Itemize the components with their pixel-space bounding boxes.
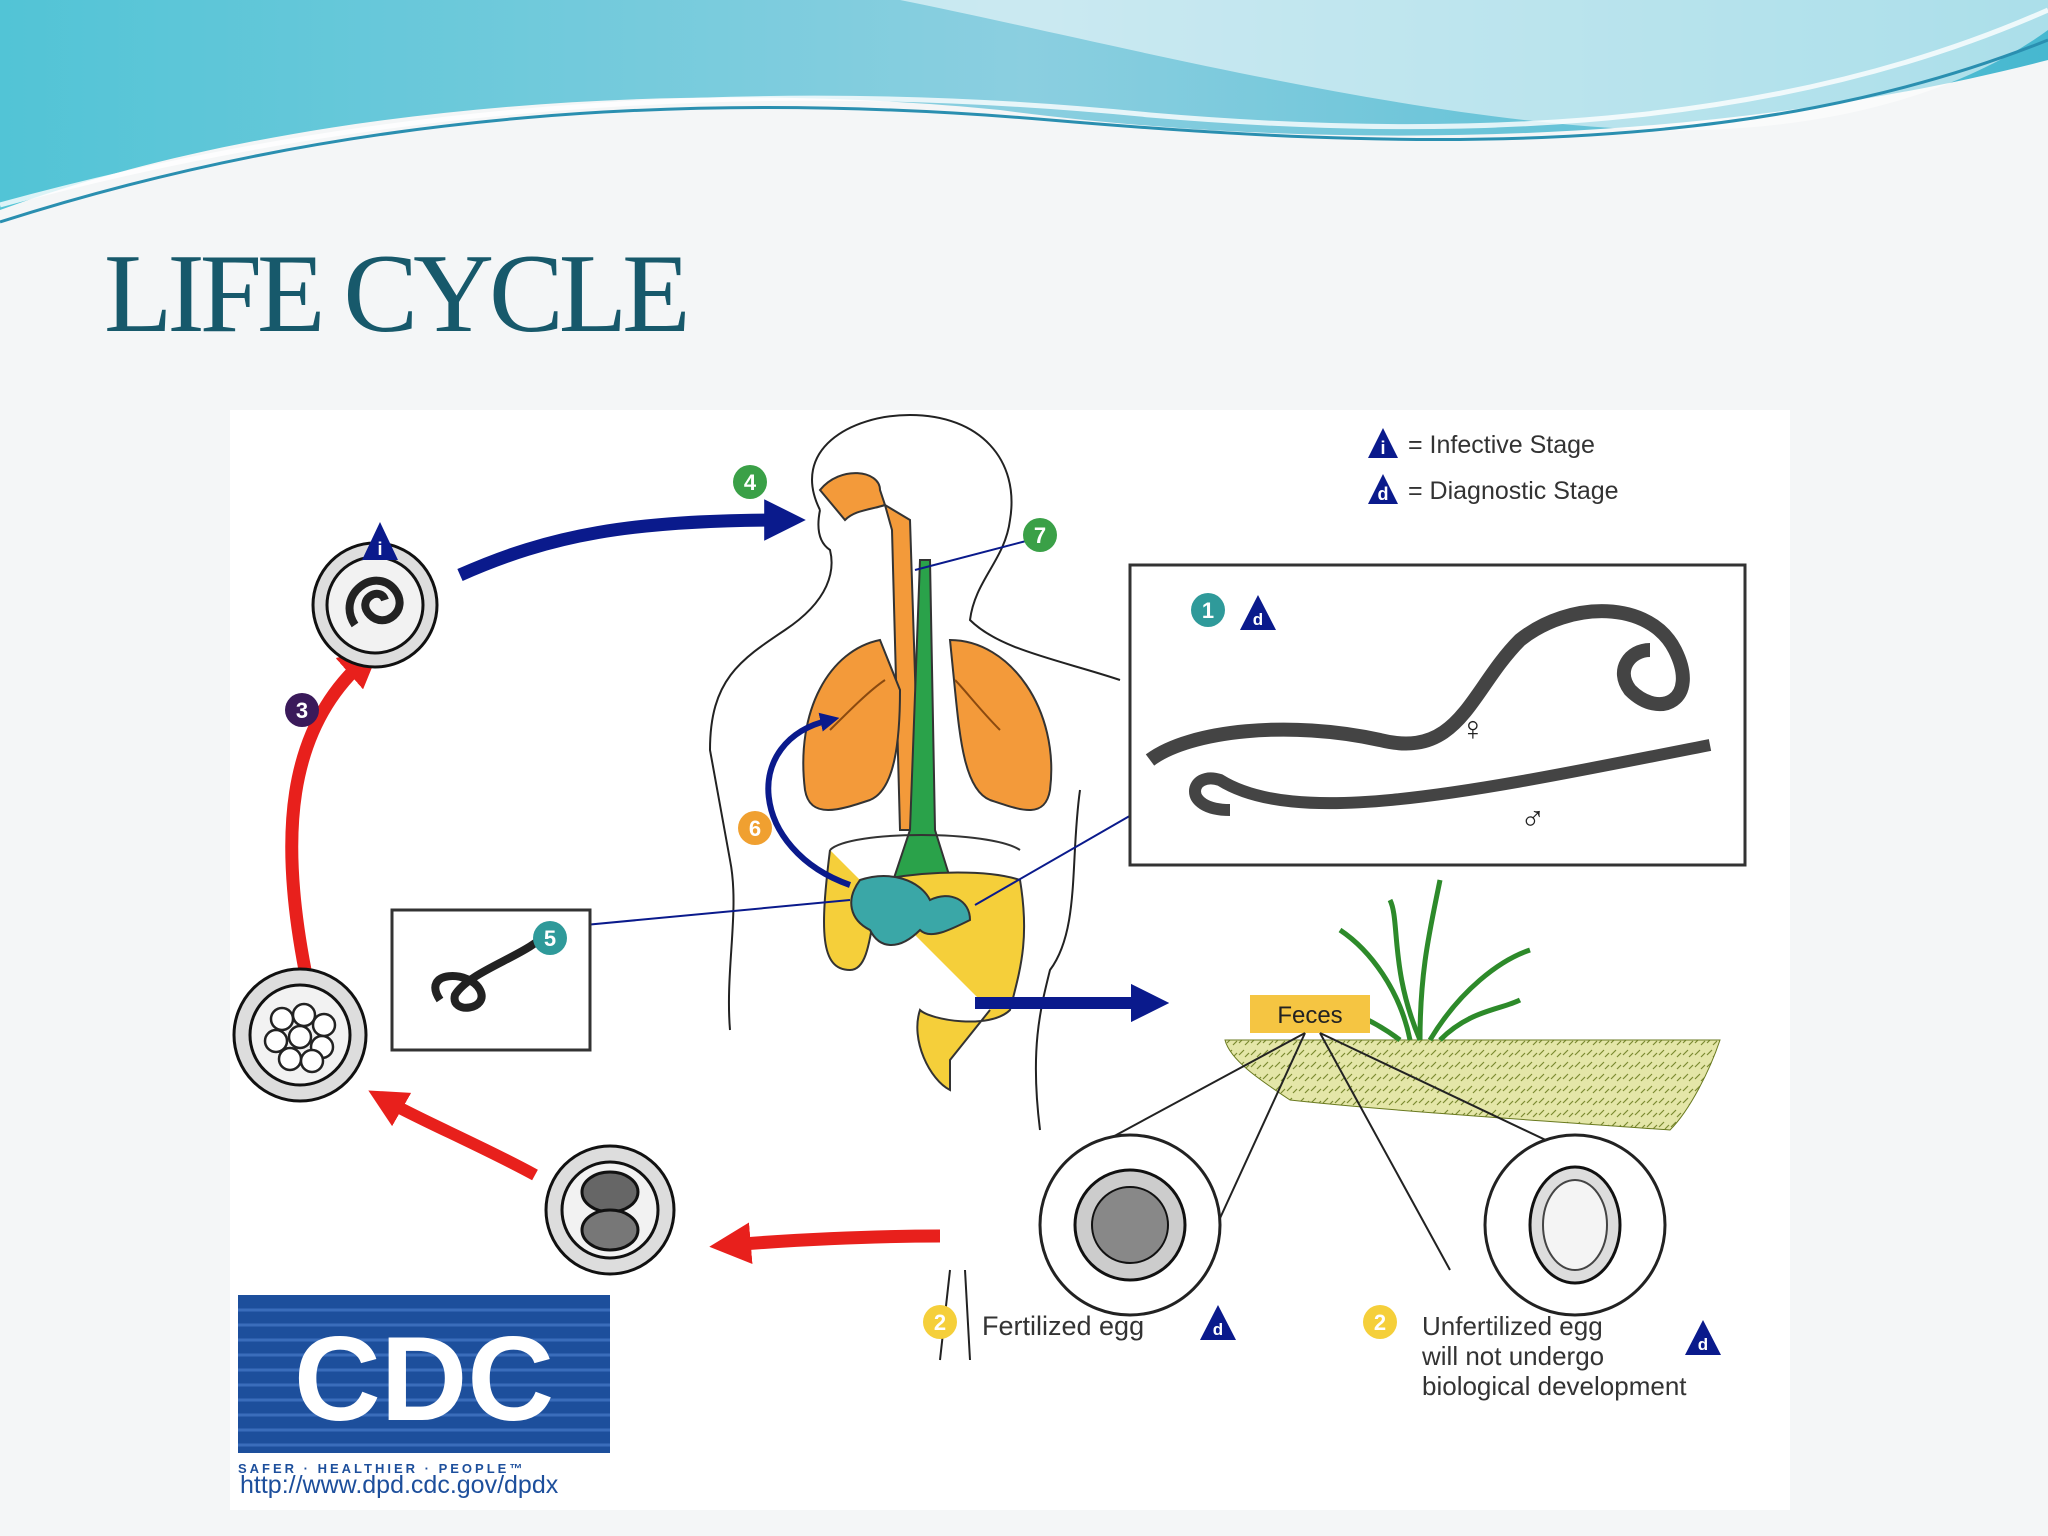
unfertilized-egg-circle (1483, 1133, 1667, 1317)
two-cell-egg (544, 1144, 676, 1276)
header-wave (0, 0, 2048, 224)
embryonation-arrow-1 (709, 1222, 941, 1265)
step-5: 5 (544, 926, 556, 951)
legend-infective-label: = Infective Stage (1408, 431, 1595, 459)
diagnostic-triangle-symbol-1: d (1253, 610, 1263, 629)
ingestion-arrow (457, 499, 806, 581)
diagnostic-stage-triangle-icon (1368, 474, 1398, 504)
pointer-lines (584, 539, 1141, 926)
soil-ground (1224, 879, 1721, 1131)
diagnostic-triangle-icon-2 (1200, 1305, 1236, 1340)
diagnostic-triangle-icon-1 (1240, 595, 1276, 630)
feces-label-box (1250, 995, 1370, 1033)
legend: i = Infective Stage d = Diagnostic Stage (1368, 428, 1619, 505)
infective-triangle-icon (362, 522, 398, 560)
cdc-logo-text: CDC (294, 1312, 554, 1446)
female-symbol: ♀ (1460, 710, 1486, 748)
diagnostic-triangle-icon-3 (1685, 1320, 1721, 1355)
adult-worms-box: ♀ ♂ (1128, 563, 1747, 867)
legend-diagnostic-symbol: d (1378, 484, 1389, 504)
male-symbol: ♂ (1520, 800, 1546, 838)
cdc-tagline: SAFER · HEALTHIER · PEOPLE™ (238, 1461, 525, 1476)
infective-egg (311, 541, 439, 669)
life-cycle-diagram: ♀ ♂ Feces (230, 410, 1790, 1510)
fertilized-egg-circle (1038, 1133, 1222, 1317)
diagnostic-triangle-symbol-2: d (1213, 1320, 1223, 1339)
infective-stage-triangle-icon (1368, 428, 1398, 458)
unfertilized-egg-label-1: Unfertilized egg (1422, 1311, 1603, 1341)
step-4: 4 (744, 470, 757, 495)
step-3: 3 (296, 698, 308, 723)
cdc-logo: CDC (238, 1295, 610, 1453)
step-6: 6 (749, 816, 761, 841)
unfertilized-egg-label-2: will not undergo (1421, 1341, 1604, 1371)
slide-title: LIFE CYCLE (104, 232, 691, 356)
fertilized-egg-label: Fertilized egg (982, 1311, 1144, 1341)
step-2-fertilized: 2 (934, 1310, 946, 1335)
embryonation-arrow-2 (368, 1090, 538, 1181)
morula-egg (232, 967, 368, 1103)
diagnostic-triangle-symbol-3: d (1698, 1335, 1708, 1354)
legend-diagnostic-label: = Diagnostic Stage (1408, 477, 1619, 505)
step-7: 7 (1034, 523, 1046, 548)
step-2-unfertilized: 2 (1374, 1310, 1386, 1335)
legend-infective-symbol: i (1380, 438, 1385, 458)
step-markers: 1 2 2 3 4 5 6 7 (285, 465, 1397, 1339)
migration-arrow (765, 712, 851, 888)
embryonation-arrow-3 (285, 646, 381, 972)
infective-triangle-symbol: i (377, 539, 382, 559)
human-body-outline (708, 413, 1121, 1361)
cdc-url: http://www.dpd.cdc.gov/dpdx (240, 1471, 559, 1499)
step-1: 1 (1202, 598, 1214, 623)
stage-triangles: i d d d (362, 522, 1721, 1355)
unfertilized-egg-label-3: biological development (1422, 1371, 1687, 1401)
feces-label: Feces (1277, 1002, 1342, 1029)
